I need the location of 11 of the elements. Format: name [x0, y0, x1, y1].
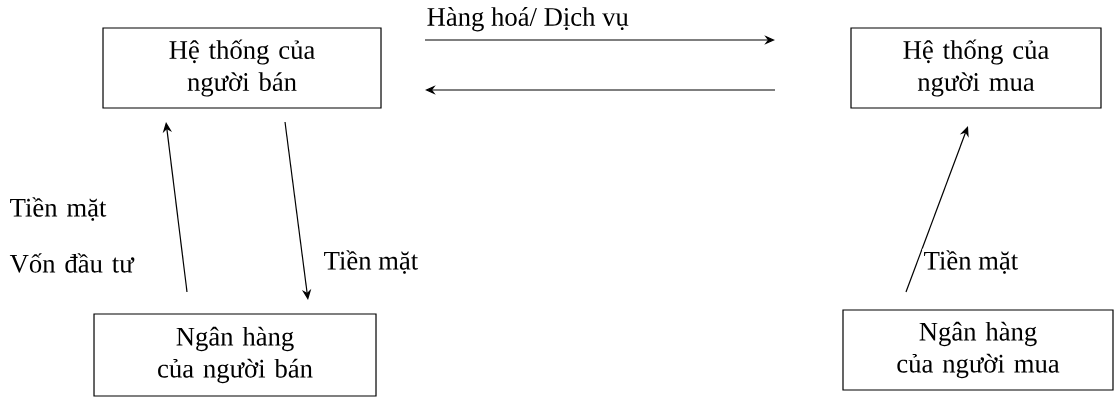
- edge-label: Hàng hoá/ Dịch vụ: [425, 5, 631, 33]
- arrow: [284, 121, 312, 300]
- process-box: Hệ thống của người mua: [850, 27, 1102, 109]
- arrow: [162, 122, 188, 293]
- process-box: Ngân hàng của người mua: [842, 309, 1114, 391]
- arrow: [905, 126, 969, 293]
- process-box: Ngân hàng của người bán: [93, 313, 377, 397]
- edge-label: Tiền mặt: [922, 248, 1020, 276]
- process-box: Hệ thống của người bán: [102, 27, 382, 109]
- edge-label: Tiền mặt Vốn đầu tư: [8, 195, 161, 275]
- edge-label: Tiền mặt: [322, 248, 420, 276]
